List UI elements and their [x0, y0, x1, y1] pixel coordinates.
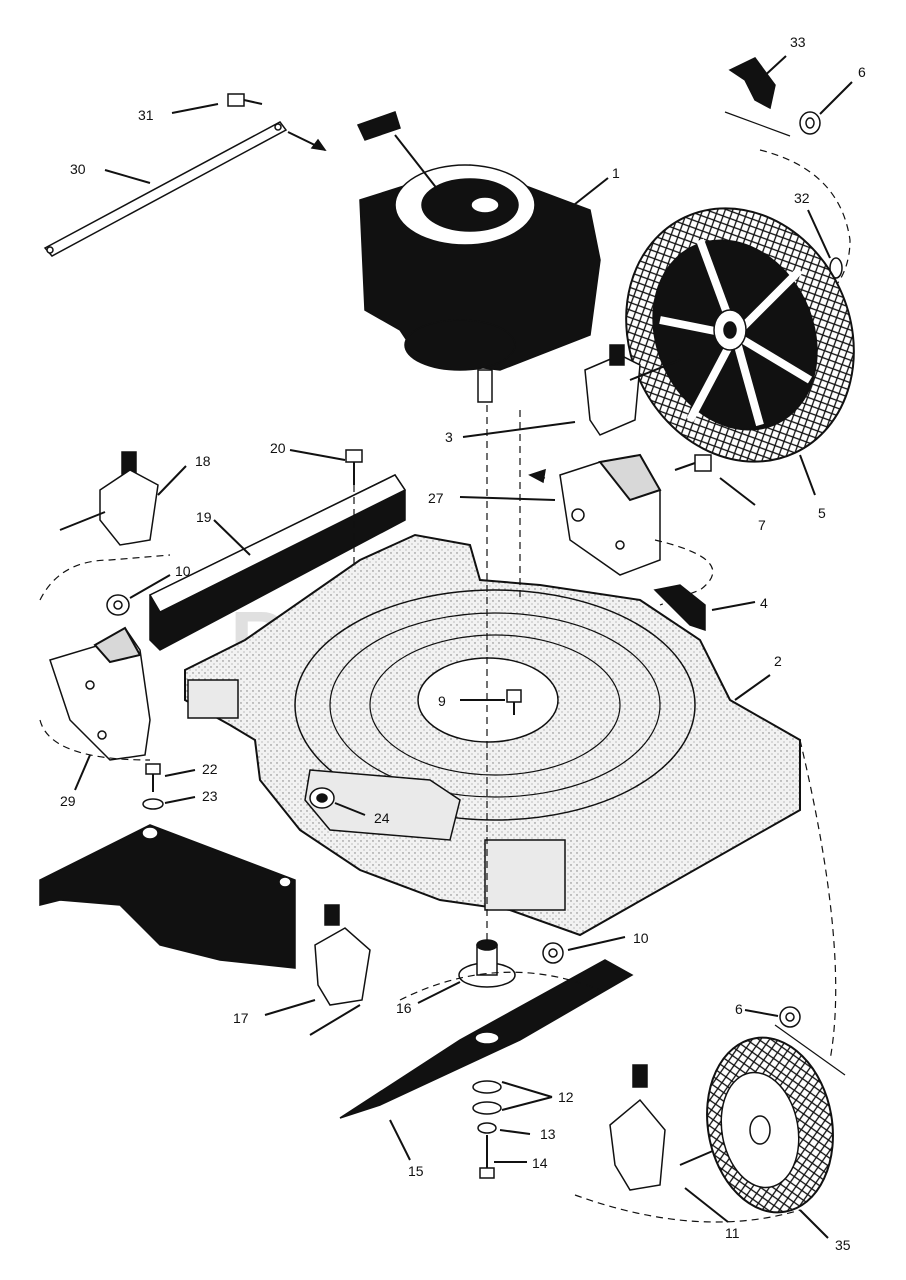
part-10-nut-left [106, 594, 130, 616]
part-11-height-adjuster [609, 1064, 716, 1191]
part-33-clip [728, 57, 776, 110]
part-35-front-wheel [706, 1036, 834, 1214]
callout-15: 15 [408, 1163, 424, 1179]
callout-31: 31 [138, 107, 154, 123]
callout-17: 17 [233, 1010, 249, 1026]
part-1-engine [356, 111, 601, 403]
callout-4: 4 [760, 595, 768, 611]
callout-23: 23 [202, 788, 218, 804]
part-5-rear-wheel [625, 207, 855, 463]
callout-1: 1 [612, 165, 620, 181]
part-12-washers [472, 1080, 502, 1115]
callout-14: 14 [532, 1155, 548, 1171]
callout-16: 16 [396, 1000, 412, 1016]
part-3-height-adjuster [584, 344, 681, 436]
callout-12: 12 [558, 1089, 574, 1105]
callout-labels: 31 30 1 33 6 32 3 20 18 27 7 5 19 10 4 2… [60, 34, 866, 1253]
part-9-bolt [506, 689, 522, 715]
callout-29: 29 [60, 793, 76, 809]
part-15-blade [339, 959, 634, 1119]
callout-11: 11 [725, 1225, 740, 1241]
part-29-wheel-bracket [49, 626, 151, 761]
part-10-nut-right [542, 942, 564, 964]
callout-7: 7 [758, 517, 766, 533]
rear-discharge-flap [39, 824, 296, 969]
part-17-height-adjuster [309, 904, 371, 1036]
part-7-bolt [674, 454, 712, 472]
part-19-baffle [148, 474, 407, 651]
part-31-bolt [227, 93, 263, 107]
callout-32: 32 [794, 190, 810, 206]
part-4-clip [653, 584, 706, 632]
callout-6-top: 6 [858, 64, 866, 80]
part-30-bracket-bar [43, 121, 288, 257]
part-6-nut-top [799, 111, 821, 135]
callout-24: 24 [374, 810, 390, 826]
part-6-nut-bottom [779, 1006, 801, 1028]
leader-lines [74, 55, 853, 1239]
callout-22: 22 [202, 761, 218, 777]
part-32-washer [829, 257, 843, 279]
callout-10-left: 10 [175, 563, 191, 579]
part-24-nut [309, 787, 335, 809]
callout-35: 35 [835, 1237, 851, 1253]
callout-2: 2 [774, 653, 782, 669]
callout-9: 9 [438, 693, 446, 709]
callout-30: 30 [70, 161, 86, 177]
part-23-washer [142, 798, 164, 810]
callout-6-bottom: 6 [735, 1001, 743, 1017]
callout-19: 19 [196, 509, 212, 525]
callout-18: 18 [195, 453, 211, 469]
part-14-blade-bolt [479, 1135, 495, 1179]
callout-20: 20 [270, 440, 286, 456]
part-2-mower-deck [184, 533, 801, 937]
callout-10-right: 10 [633, 930, 649, 946]
callout-3: 3 [445, 429, 453, 445]
part-20-bolt [345, 449, 363, 485]
part-16-blade-adapter [458, 939, 516, 988]
part-18-height-adjuster [59, 451, 159, 546]
callout-5: 5 [818, 505, 826, 521]
part-13-lock-washer [477, 1122, 497, 1134]
callout-33: 33 [790, 34, 806, 50]
part-27-wheel-bracket [559, 453, 662, 576]
callout-13: 13 [540, 1126, 556, 1142]
callout-27: 27 [428, 490, 444, 506]
part-22-bolt [145, 763, 161, 792]
